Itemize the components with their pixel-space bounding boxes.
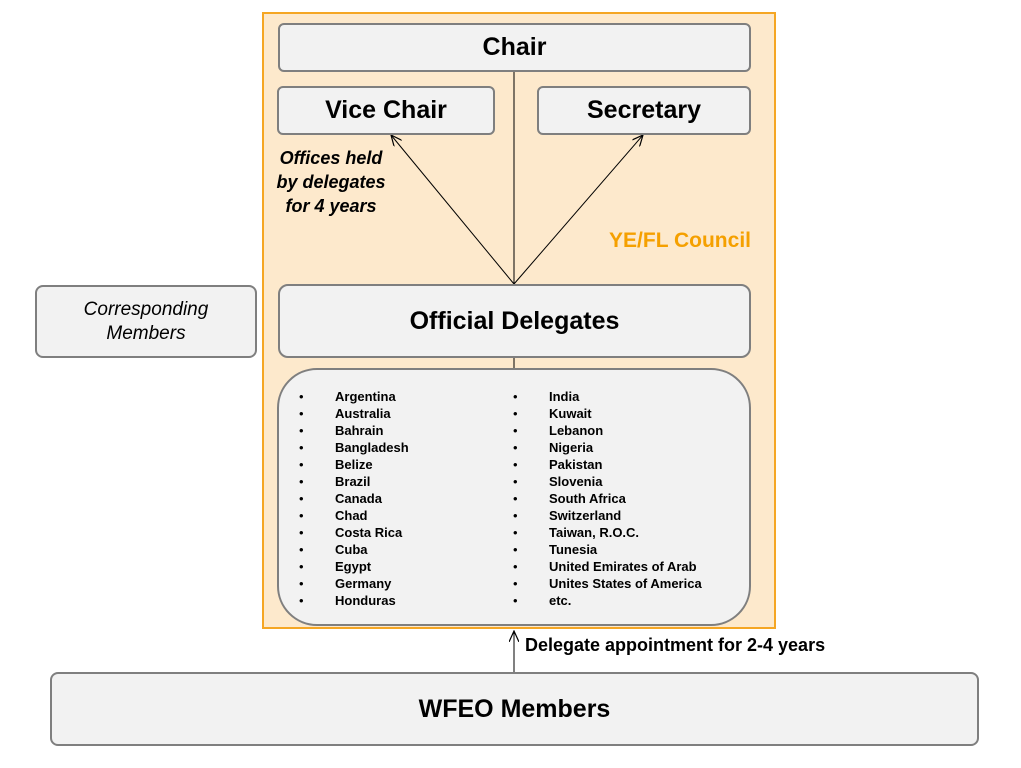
country-item: • Egypt [299, 558, 409, 575]
country-list-box: • Argentina • Australia • Bahrain • Banglade… [277, 368, 751, 626]
bullet-icon: • [299, 542, 304, 557]
country-item: • South Africa [513, 490, 702, 507]
bullet-icon: • [299, 457, 304, 472]
bullet-icon: • [513, 389, 518, 404]
bullet-icon: • [513, 406, 518, 421]
bullet-icon: • [513, 508, 518, 523]
chair-box: Chair [278, 23, 751, 72]
bullet-icon: • [299, 491, 304, 506]
bullet-icon: • [513, 423, 518, 438]
country-item: • Unites States of America [513, 575, 702, 592]
corresponding-members-line: Members [106, 322, 186, 344]
bullet-icon: • [299, 406, 304, 421]
country-name: Unites States of America [549, 576, 702, 591]
country-name: Bangladesh [335, 440, 409, 455]
country-item: • Argentina [299, 388, 409, 405]
council-label: YE/FL Council [609, 229, 751, 252]
offices-note: Offices held by delegates for 4 years [265, 146, 397, 218]
bullet-icon: • [513, 440, 518, 455]
country-item: • Slovenia [513, 473, 702, 490]
bullet-icon: • [513, 457, 518, 472]
country-item: • Pakistan [513, 456, 702, 473]
bullet-icon: • [299, 525, 304, 540]
country-name: Brazil [335, 474, 371, 489]
country-item: • United Emirates of Arab [513, 558, 702, 575]
offices-note-line: Offices held [279, 148, 383, 168]
bullet-icon: • [299, 423, 304, 438]
country-name: Argentina [335, 389, 396, 404]
country-item: • Lebanon [513, 422, 702, 439]
country-name: United Emirates of Arab [549, 559, 697, 574]
country-item: • Germany [299, 575, 409, 592]
country-item: • Kuwait [513, 405, 702, 422]
country-name: etc. [549, 593, 572, 608]
country-item: • Taiwan, R.O.C. [513, 524, 702, 541]
country-item: • Brazil [299, 473, 409, 490]
country-item: • Belize [299, 456, 409, 473]
country-name: Canada [335, 491, 382, 506]
bullet-icon: • [513, 593, 518, 608]
secretary-box: Secretary [537, 86, 751, 135]
country-name: India [549, 389, 580, 404]
bullet-icon: • [299, 576, 304, 591]
country-name: Cuba [335, 542, 368, 557]
bullet-icon: • [513, 559, 518, 574]
country-name: Chad [335, 508, 368, 523]
bullet-icon: • [513, 542, 518, 557]
official-delegates-box: Official Delegates [278, 284, 751, 358]
country-item: • Switzerland [513, 507, 702, 524]
country-item: • Chad [299, 507, 409, 524]
country-item: • India [513, 388, 702, 405]
country-name: Tunesia [549, 542, 598, 557]
country-name: Taiwan, R.O.C. [549, 525, 640, 540]
bullet-icon: • [299, 559, 304, 574]
bullet-icon: • [299, 508, 304, 523]
corresponding-members-box: Corresponding Members [35, 285, 257, 358]
bullet-icon: • [299, 593, 304, 608]
country-item: • Nigeria [513, 439, 702, 456]
bullet-icon: • [513, 491, 518, 506]
vice-chair-box: Vice Chair [277, 86, 495, 135]
country-name: Belize [335, 457, 373, 472]
country-name: Lebanon [549, 423, 604, 438]
country-item: • Bangladesh [299, 439, 409, 456]
offices-note-line: by delegates [276, 172, 386, 192]
country-name: South Africa [549, 491, 626, 506]
country-item: • Tunesia [513, 541, 702, 558]
country-name: Bahrain [335, 423, 384, 438]
country-name: Germany [335, 576, 392, 591]
corresponding-members-line: Corresponding [83, 298, 209, 320]
secretary-arrow [513, 135, 643, 285]
country-item: • Canada [299, 490, 409, 507]
country-item: • Honduras [299, 592, 409, 609]
country-name: Switzerland [549, 508, 622, 523]
wfeo-members-box: WFEO Members [50, 672, 979, 746]
offices-note-line: for 4 years [285, 196, 377, 216]
country-name: Australia [335, 406, 391, 421]
country-name: Costa Rica [335, 525, 403, 540]
country-name: Kuwait [549, 406, 592, 421]
country-name: Slovenia [549, 474, 603, 489]
country-list-right: • India • Kuwait • Lebanon • Nigeria • Pakist… [513, 388, 702, 609]
country-name: Honduras [335, 593, 396, 608]
appointment-note: Delegate appointment for 2-4 years [525, 635, 826, 655]
country-list-left: • Argentina • Australia • Bahrain • Banglade… [299, 388, 409, 609]
country-name: Egypt [335, 559, 372, 574]
country-item: • Bahrain [299, 422, 409, 439]
country-item: • Australia [299, 405, 409, 422]
country-item: • Cuba [299, 541, 409, 558]
country-item: • Costa Rica [299, 524, 409, 541]
bullet-icon: • [513, 525, 518, 540]
country-name: Nigeria [549, 440, 594, 455]
bullet-icon: • [299, 389, 304, 404]
bullet-icon: • [513, 576, 518, 591]
country-item: • etc. [513, 592, 702, 609]
vice-chair-arrow [391, 135, 515, 285]
bullet-icon: • [513, 474, 518, 489]
country-name: Pakistan [549, 457, 603, 472]
bullet-icon: • [299, 474, 304, 489]
bullet-icon: • [299, 440, 304, 455]
